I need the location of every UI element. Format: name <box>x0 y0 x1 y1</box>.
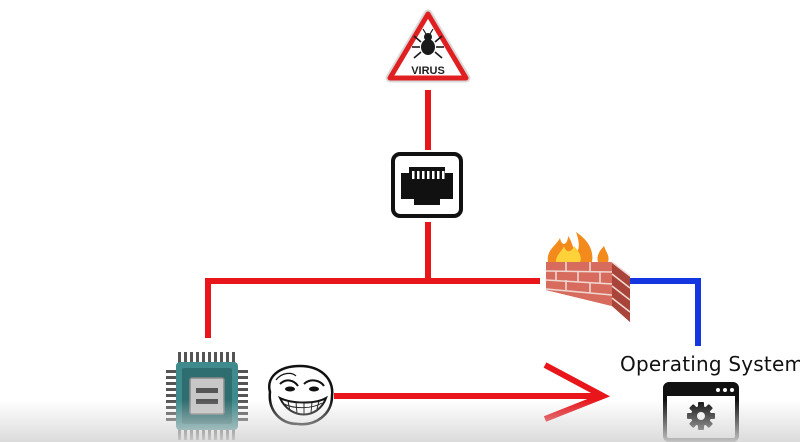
settings-window-icon <box>663 382 739 442</box>
firewall-to-os-line <box>630 278 701 346</box>
gear-icon <box>687 402 715 430</box>
threat-path-lines <box>205 90 701 422</box>
troll-face-icon <box>268 364 334 426</box>
virus-warning-icon: VIRUS <box>385 9 471 83</box>
cpu-chip-icon <box>166 352 248 440</box>
ethernet-port-icon <box>391 152 463 218</box>
virus-label: VIRUS <box>411 65 445 77</box>
flame-icon <box>547 232 609 262</box>
bug-icon <box>412 28 444 59</box>
firewall-icon <box>545 232 631 322</box>
bypass-arrow-head <box>543 362 611 422</box>
branch-left-line <box>205 278 540 338</box>
os-label: Operating System <box>620 352 800 376</box>
